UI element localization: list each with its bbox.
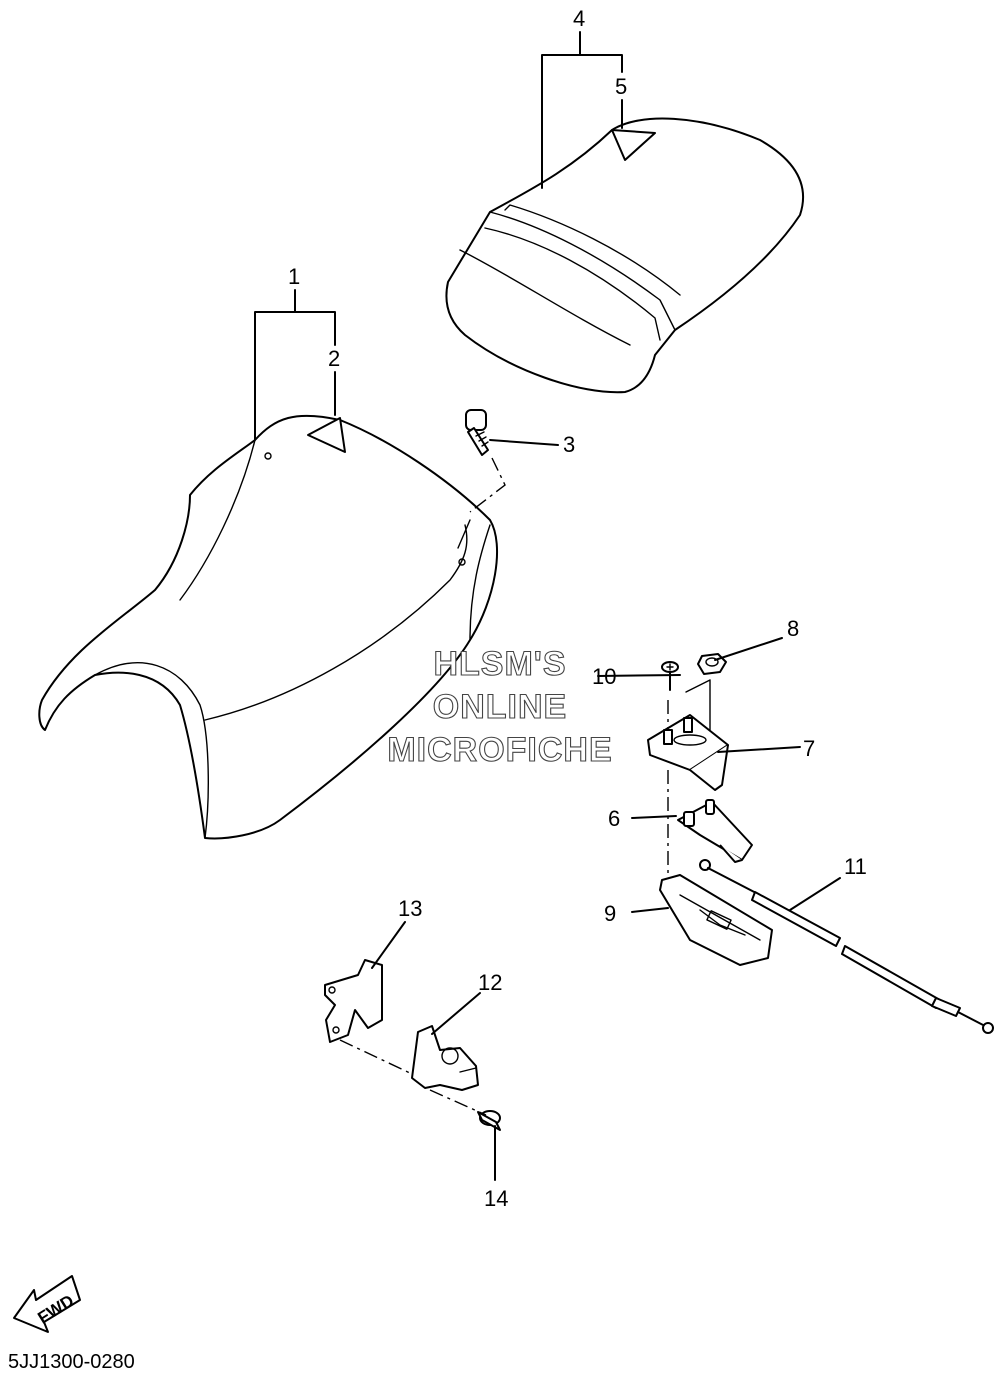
callout-4: 4	[573, 6, 585, 31]
watermark-line-3: MICROFICHE	[387, 731, 612, 769]
watermark-line-1: HLSM'S	[433, 645, 566, 683]
callout-2: 2	[328, 346, 340, 371]
cable-part-11[interactable]	[699, 859, 994, 1034]
diagram-code: 5JJ1300-0280	[8, 1351, 135, 1373]
bolt-part-14[interactable]	[477, 1110, 501, 1131]
callout-labels: 1 2 3 4 5 6 7 8 9 10 11 12 13 14	[288, 6, 867, 1211]
rear-seat-label-part-5	[611, 129, 656, 161]
callout-7: 7	[803, 736, 815, 761]
callout-11: 11	[844, 854, 867, 879]
callout-14: 14	[484, 1186, 508, 1211]
key-lock-part-12[interactable]	[411, 1025, 479, 1091]
callout-10: 10	[592, 664, 616, 689]
callout-12: 12	[478, 970, 502, 995]
assembly-line-plate-lock	[339, 1039, 487, 1116]
assembly-line-seat-bolt	[469, 457, 506, 513]
leader-lines	[254, 31, 841, 1181]
callout-1: 1	[288, 264, 300, 289]
callout-5: 5	[615, 74, 627, 99]
lock-catch-part-6[interactable]	[677, 799, 753, 863]
front-seat-label-part-2	[307, 417, 346, 453]
callout-8: 8	[787, 616, 799, 641]
watermark: HLSM'S ONLINE MICROFICHE	[387, 644, 612, 769]
callout-13: 13	[398, 896, 422, 921]
callout-3: 3	[563, 432, 575, 457]
holder-part-9[interactable]	[659, 874, 773, 966]
front-seat-part-1[interactable]	[38, 414, 499, 840]
watermark-line-2: ONLINE	[433, 688, 567, 726]
callout-6: 6	[608, 806, 620, 831]
callout-9: 9	[604, 901, 616, 926]
forward-direction-arrow: FWD	[13, 1275, 81, 1333]
assembly-line-nut	[685, 679, 711, 731]
bracket-part-7[interactable]	[647, 714, 729, 791]
rear-seat-part-4[interactable]	[445, 117, 805, 394]
plate-part-13[interactable]	[324, 959, 383, 1043]
bolt-part-3[interactable]	[465, 409, 489, 456]
